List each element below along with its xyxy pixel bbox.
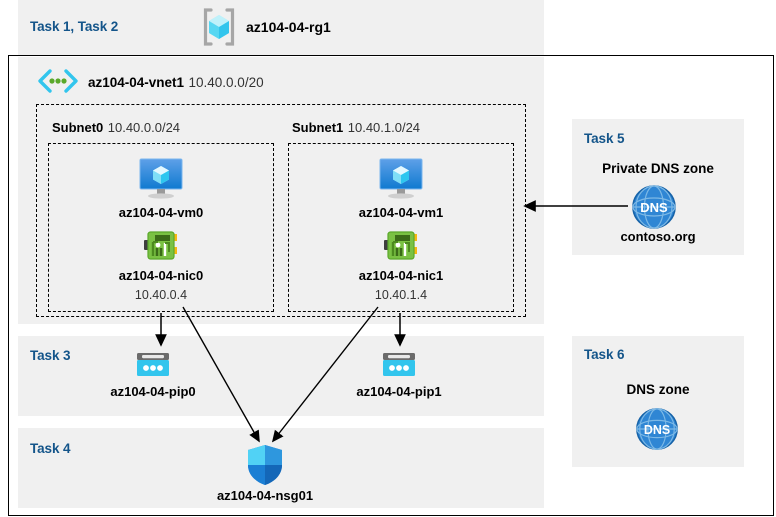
nic-0-name: az104-04-nic0 bbox=[118, 268, 204, 283]
task-3-panel bbox=[18, 336, 544, 416]
network-security-group-icon bbox=[245, 443, 285, 487]
svg-text:DNS: DNS bbox=[644, 423, 670, 437]
task-label-6: Task 6 bbox=[584, 347, 625, 362]
resource-group-name: az104-04-rg1 bbox=[246, 19, 331, 35]
task-label-5: Task 5 bbox=[584, 131, 625, 146]
private-dns-zone-name: contoso.org bbox=[620, 229, 696, 244]
vnet-panel bbox=[18, 57, 544, 324]
vm-1-name: az104-04-vm1 bbox=[358, 205, 444, 220]
vnet-icon bbox=[36, 68, 80, 94]
task-label-3: Task 3 bbox=[30, 348, 71, 363]
vnet-name: az104-04-vnet1 bbox=[88, 75, 185, 90]
nsg-name: az104-04-nsg01 bbox=[216, 488, 314, 503]
dns-zone-icon: DNS bbox=[634, 406, 680, 452]
svg-text:DNS: DNS bbox=[640, 200, 668, 215]
network-interface-icon bbox=[143, 228, 181, 264]
public-ip-icon bbox=[379, 350, 419, 382]
vnet-cidr: 10.40.0.0/20 bbox=[188, 75, 264, 90]
public-ip-icon bbox=[133, 350, 173, 382]
private-dns-zone-title: Private DNS zone bbox=[602, 161, 714, 176]
subnet-1-title: Subnet1 10.40.1.0/24 bbox=[292, 119, 420, 137]
nic-1-ip: 10.40.1.4 bbox=[374, 288, 428, 302]
nic-0-ip: 10.40.0.4 bbox=[134, 288, 188, 302]
subnet-0-name: Subnet0 bbox=[52, 120, 104, 135]
subnet-1-box bbox=[288, 143, 514, 312]
pip-1-name: az104-04-pip1 bbox=[356, 384, 442, 399]
vnet-outer-border bbox=[8, 55, 774, 516]
nic-1-name: az104-04-nic1 bbox=[358, 268, 444, 283]
subnet-1-cidr: 10.40.1.0/24 bbox=[347, 120, 421, 135]
subnet-0-title: Subnet0 10.40.0.0/24 bbox=[52, 119, 180, 137]
pip-0-name: az104-04-pip0 bbox=[110, 384, 196, 399]
virtual-machine-icon bbox=[136, 156, 186, 201]
vnet-title: az104-04-vnet1 10.40.0.0/20 bbox=[88, 74, 264, 92]
network-interface-icon bbox=[383, 228, 421, 264]
subnet-0-box bbox=[48, 143, 274, 312]
dns-zone-icon: DNS bbox=[630, 183, 678, 231]
vm-0-name: az104-04-vm0 bbox=[118, 205, 204, 220]
subnet-1-name: Subnet1 bbox=[292, 120, 344, 135]
subnet-0-cidr: 10.40.0.0/24 bbox=[107, 120, 181, 135]
dns-zone-title: DNS zone bbox=[626, 382, 690, 397]
task-label-1-2: Task 1, Task 2 bbox=[30, 19, 119, 34]
task-label-4: Task 4 bbox=[30, 441, 71, 456]
resource-group-icon bbox=[198, 6, 240, 48]
virtual-machine-icon bbox=[376, 156, 426, 201]
resource-group-panel bbox=[18, 0, 544, 55]
